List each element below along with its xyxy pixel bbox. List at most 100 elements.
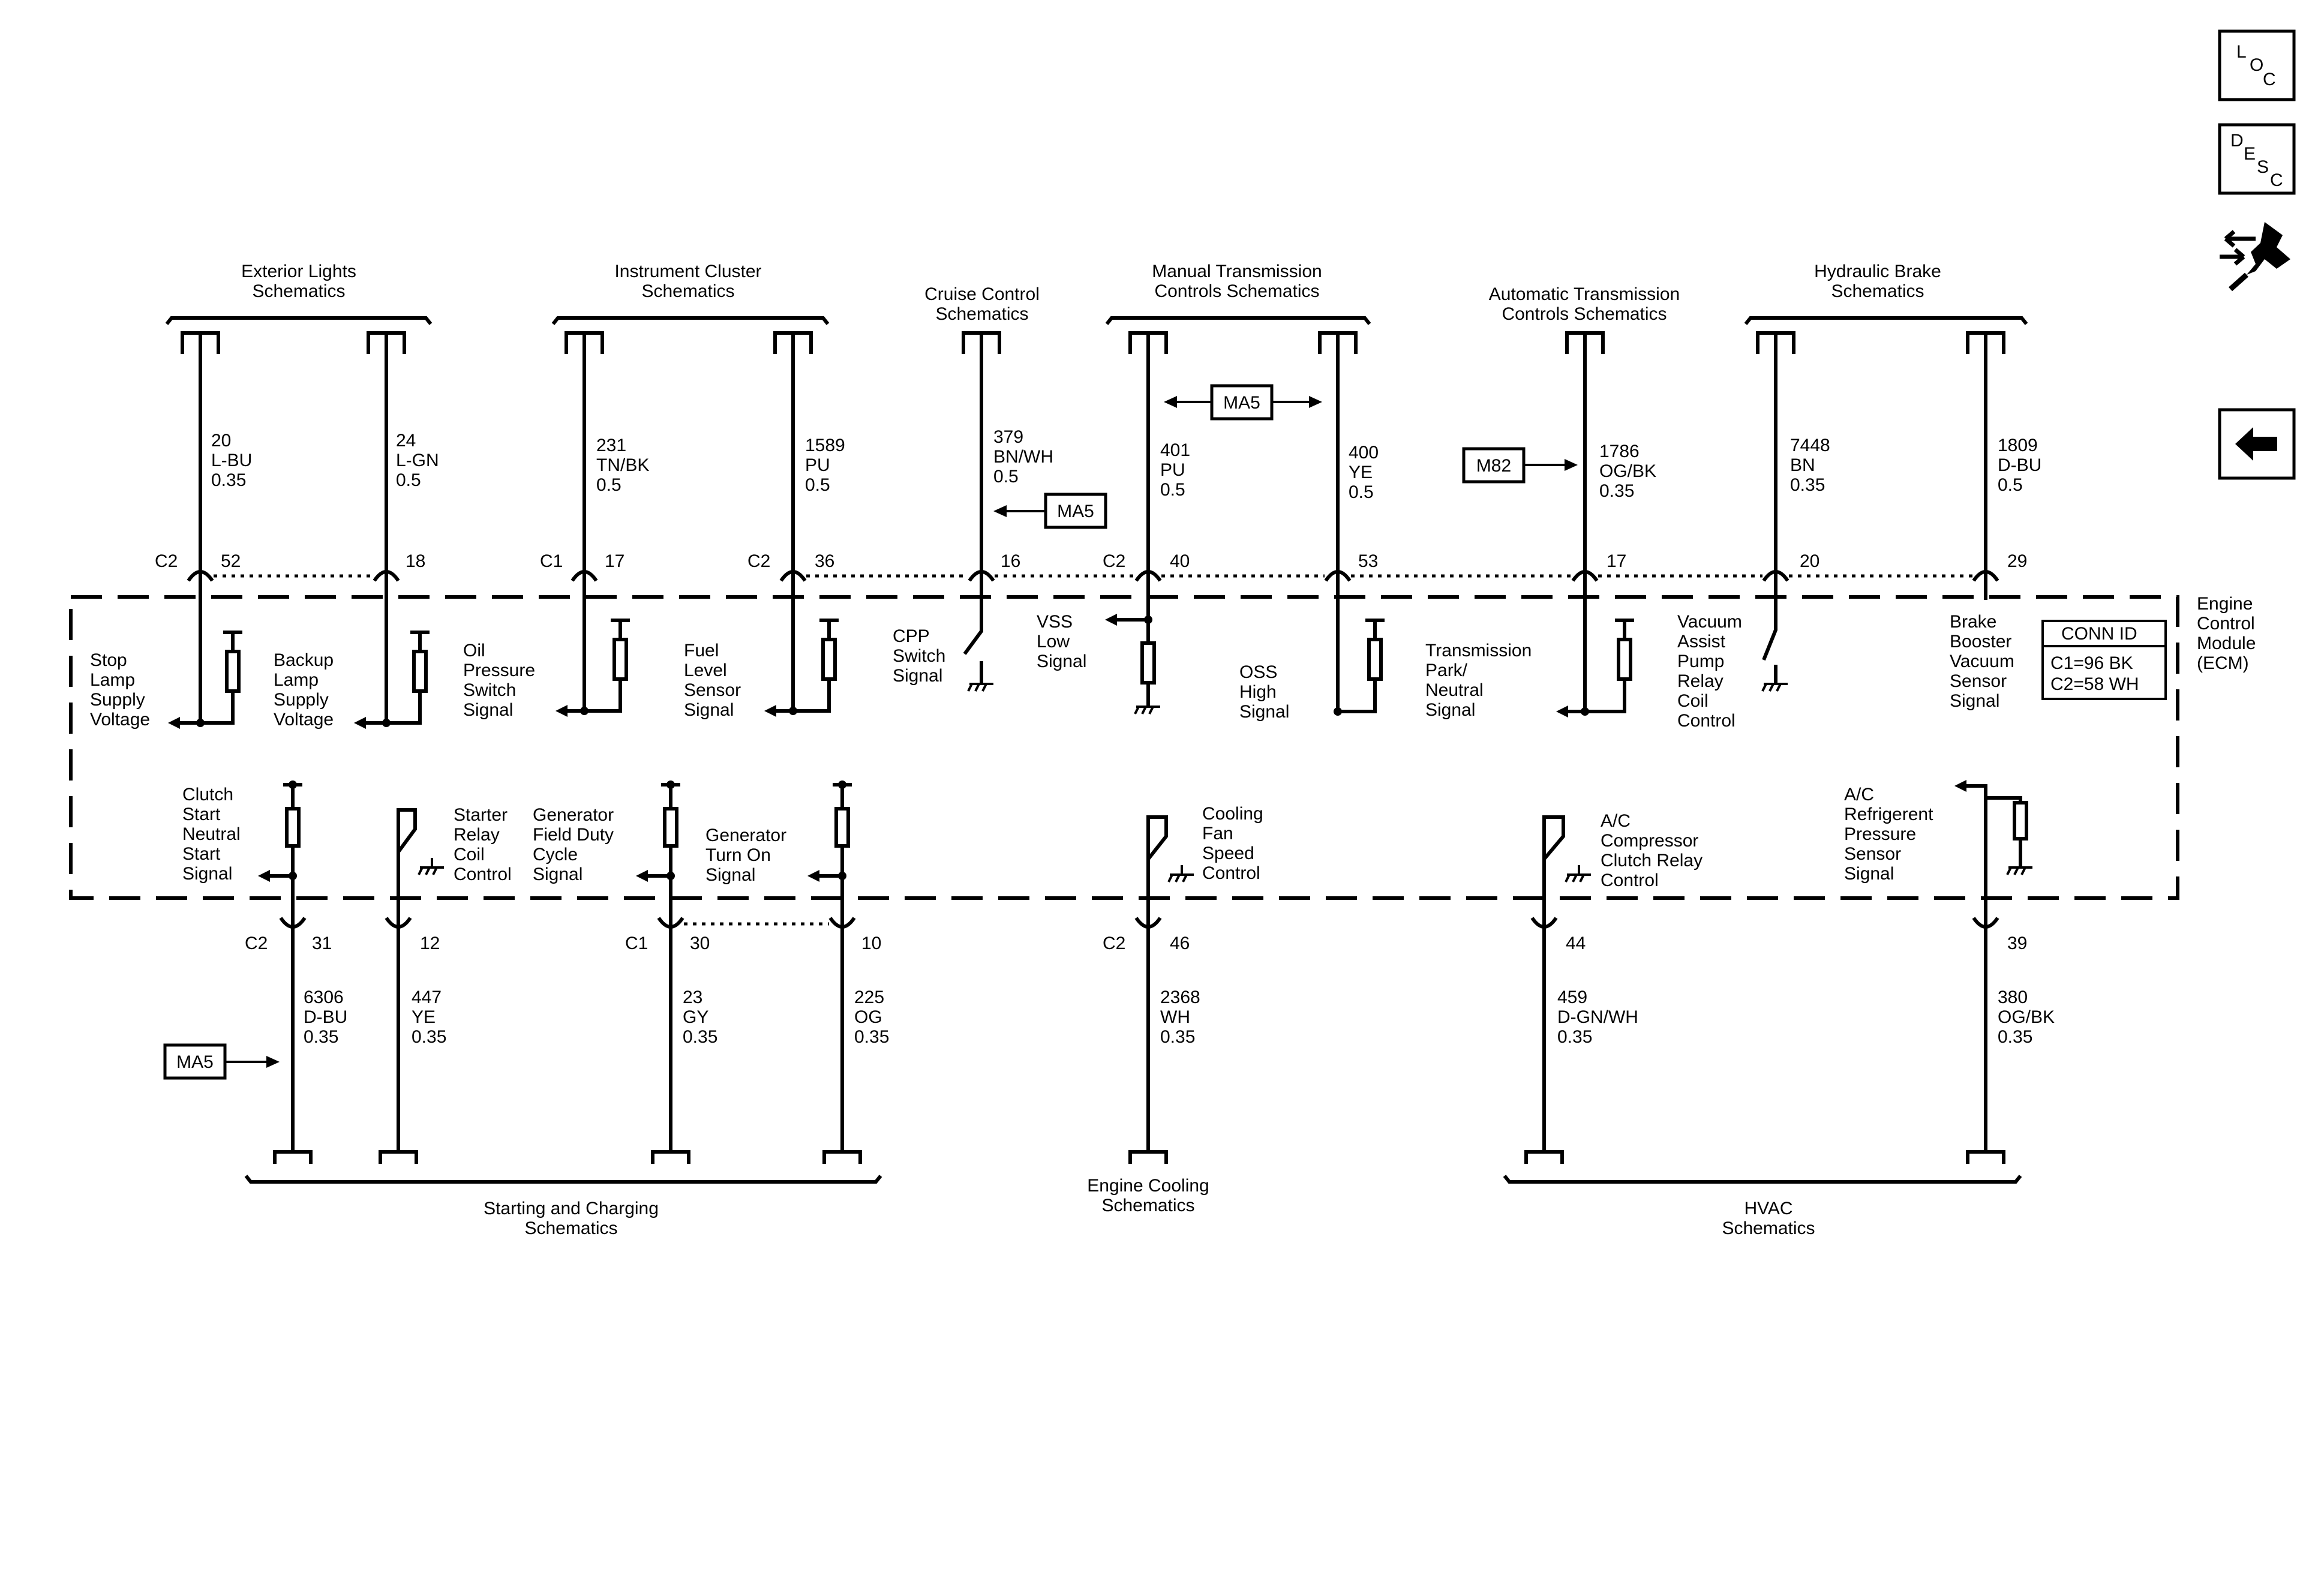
signal-vacuum-pump-relay: Vacuum Assist Pump Relay Coil Control — [1677, 612, 1742, 731]
svg-text:Brake: Brake — [1950, 612, 1996, 632]
svg-text:17: 17 — [1607, 551, 1626, 571]
bottom-internal-arrows — [258, 780, 1966, 882]
svg-text:YE: YE — [412, 1007, 436, 1027]
svg-text:Switch: Switch — [463, 680, 516, 700]
svg-text:Generator: Generator — [705, 825, 786, 845]
svg-text:Start: Start — [182, 804, 221, 824]
svg-text:Voltage: Voltage — [274, 710, 334, 730]
svg-text:Sensor: Sensor — [684, 680, 741, 700]
svg-text:30: 30 — [690, 933, 710, 953]
loc-letter-c: C — [2263, 70, 2276, 89]
desc-letter-c: C — [2270, 170, 2283, 190]
svg-text:Module: Module — [2197, 634, 2256, 653]
top-connector-arcs — [187, 570, 1999, 582]
svg-text:(ECM): (ECM) — [2197, 653, 2249, 673]
svg-text:Cruise Control: Cruise Control — [924, 284, 1040, 304]
signal-starter-relay: Starter Relay Coil Control — [454, 805, 512, 884]
svg-text:BN/WH: BN/WH — [993, 447, 1053, 467]
svg-text:Sensor: Sensor — [1950, 671, 2007, 691]
svg-text:36: 36 — [815, 551, 834, 571]
svg-text:MA5: MA5 — [1223, 393, 1260, 413]
bottom-pin-labels: C2 31 12 C1 30 10 C2 46 44 39 — [245, 933, 2027, 953]
signal-cooling-fan: Cooling Fan Speed Control — [1202, 804, 1263, 883]
svg-text:PU: PU — [1160, 460, 1185, 480]
svg-text:CPP: CPP — [893, 626, 930, 646]
svg-text:VSS: VSS — [1037, 612, 1073, 632]
svg-text:231: 231 — [596, 436, 626, 455]
wire-459-label: 459 D-GN/WH 0.35 — [1557, 987, 1638, 1047]
ecm-module-box — [69, 595, 2179, 900]
svg-text:D-BU: D-BU — [304, 1007, 347, 1027]
desc-letter-e: E — [2244, 144, 2256, 164]
svg-text:Supply: Supply — [90, 690, 145, 710]
svg-text:Neutral: Neutral — [1425, 680, 1484, 700]
svg-text:C2: C2 — [1103, 551, 1125, 571]
signal-oss-high: OSS High Signal — [1239, 662, 1289, 722]
svg-text:GY: GY — [683, 1007, 708, 1027]
svg-text:Oil: Oil — [463, 641, 485, 661]
svg-text:Starting and Charging: Starting and Charging — [484, 1199, 659, 1218]
svg-text:1786: 1786 — [1599, 442, 1640, 461]
svg-text:Control: Control — [2197, 614, 2255, 634]
svg-text:Control: Control — [454, 864, 512, 884]
svg-text:Schematics: Schematics — [252, 281, 345, 301]
svg-text:400: 400 — [1349, 443, 1379, 463]
svg-text:380: 380 — [1998, 987, 2028, 1007]
svg-text:Supply: Supply — [274, 690, 329, 710]
conn-id-box: CONN ID C1=96 BK C2=58 WH — [2041, 620, 2167, 700]
svg-text:A/C: A/C — [1844, 785, 1874, 804]
svg-text:TN/BK: TN/BK — [596, 455, 649, 475]
svg-text:Controls Schematics: Controls Schematics — [1154, 281, 1319, 301]
svg-text:1809: 1809 — [1998, 436, 2038, 455]
signal-ac-compressor: A/C Compressor Clutch Relay Control — [1601, 811, 1703, 890]
svg-text:10: 10 — [861, 933, 881, 953]
svg-text:0.5: 0.5 — [805, 475, 830, 495]
top-internal-circuits — [174, 581, 1987, 725]
svg-text:L-GN: L-GN — [396, 451, 439, 470]
svg-text:Switch: Switch — [893, 646, 945, 666]
signal-oil-pressure: Oil Pressure Switch Signal — [463, 641, 535, 720]
wire-1786-label: 1786 OG/BK 0.35 — [1599, 442, 1656, 501]
svg-text:BN: BN — [1790, 455, 1815, 475]
svg-text:225: 225 — [854, 987, 884, 1007]
svg-text:Controls Schematics: Controls Schematics — [1502, 304, 1667, 324]
svg-text:Speed: Speed — [1202, 843, 1254, 863]
svg-text:Signal: Signal — [182, 864, 232, 884]
bottom-internal-circuits — [264, 783, 2028, 925]
description-icon[interactable]: D E S C — [2218, 123, 2296, 195]
signal-vss-low: VSS Low Signal — [1037, 612, 1086, 671]
connector-tool-icon[interactable] — [2220, 222, 2290, 292]
svg-text:7448: 7448 — [1790, 436, 1830, 455]
svg-text:Fan: Fan — [1202, 824, 1233, 843]
svg-text:459: 459 — [1557, 987, 1587, 1007]
svg-text:High: High — [1239, 682, 1277, 702]
top-group-hydraulic-brake: Hydraulic Brake Schematics — [1744, 262, 2028, 325]
svg-text:29: 29 — [2007, 551, 2027, 571]
svg-text:401: 401 — [1160, 440, 1190, 460]
wire-231-label: 231 TN/BK 0.5 — [596, 436, 649, 495]
svg-text:Start: Start — [182, 844, 221, 864]
top-group-manual-transmission: Manual Transmission Controls Schematics — [1105, 262, 1371, 325]
svg-text:17: 17 — [605, 551, 624, 571]
svg-text:16: 16 — [1001, 551, 1020, 571]
loc-letter-o: O — [2250, 55, 2263, 75]
m82-option-box-auto-trans: M82 — [1462, 447, 1578, 484]
svg-text:Control: Control — [1601, 870, 1659, 890]
svg-text:0.35: 0.35 — [412, 1027, 446, 1047]
svg-text:A/C: A/C — [1601, 811, 1631, 831]
bottom-group-starting-charging: Starting and Charging Schematics — [244, 1175, 882, 1238]
svg-text:OG/BK: OG/BK — [1998, 1007, 2055, 1027]
svg-text:Signal: Signal — [1239, 702, 1289, 722]
svg-text:Generator: Generator — [533, 805, 614, 825]
svg-text:1589: 1589 — [805, 436, 845, 455]
location-icon[interactable]: L O C — [2218, 29, 2296, 101]
wire-401-label: 401 PU 0.5 — [1160, 440, 1190, 500]
wire-20-label: 20 L-BU 0.35 — [211, 431, 252, 490]
wire-24-label: 24 L-GN 0.5 — [396, 431, 439, 490]
svg-text:Booster: Booster — [1950, 632, 2011, 652]
svg-text:Low: Low — [1037, 632, 1070, 652]
svg-text:Schematics: Schematics — [1831, 281, 1924, 301]
svg-text:Compressor: Compressor — [1601, 831, 1698, 851]
back-arrow-icon[interactable] — [2218, 408, 2296, 480]
svg-text:Pump: Pump — [1677, 652, 1724, 671]
